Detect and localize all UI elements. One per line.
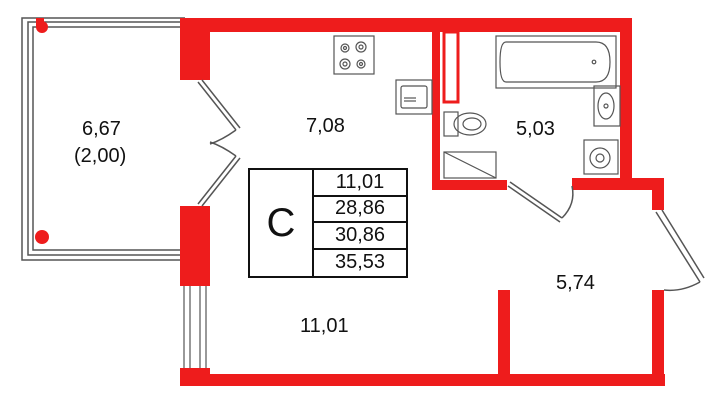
entrance-door (655, 209, 705, 292)
balcony-area-reduced: (2,00) (74, 145, 127, 167)
summary-total-full: 35,53 (334, 251, 386, 274)
balcony-door (197, 79, 241, 207)
window (183, 286, 207, 368)
toilet-icon (443, 111, 487, 137)
stove-icon (333, 35, 375, 75)
ventilation-shaft (442, 30, 460, 104)
bathroom-door (507, 181, 574, 223)
summary-total-area: 28,86 (314, 197, 406, 223)
balcony-corner-post (35, 230, 49, 244)
living-area: 11,01 (300, 315, 349, 337)
kitchen-area: 7,08 (306, 115, 345, 137)
hall-area: 5,74 (556, 272, 595, 294)
room-count-letter: С (250, 170, 314, 276)
summary-total-with-balcony: 30,86 (314, 223, 406, 250)
walls (180, 18, 665, 386)
balcony-area: 6,67 (82, 118, 121, 140)
bathroom-area: 5,03 (516, 118, 555, 140)
storage-cabinet (443, 151, 497, 179)
summary-living-area: 11,01 (314, 170, 406, 197)
washing-machine-icon (583, 139, 619, 175)
washbasin-icon (593, 85, 621, 127)
bathtub-icon (495, 35, 617, 89)
balcony-outline (21, 17, 185, 261)
balcony-corner-post (36, 21, 48, 33)
sink-icon (395, 79, 433, 115)
area-summary-table: С 11,01 28,86 30,86 35,53 (248, 168, 408, 278)
